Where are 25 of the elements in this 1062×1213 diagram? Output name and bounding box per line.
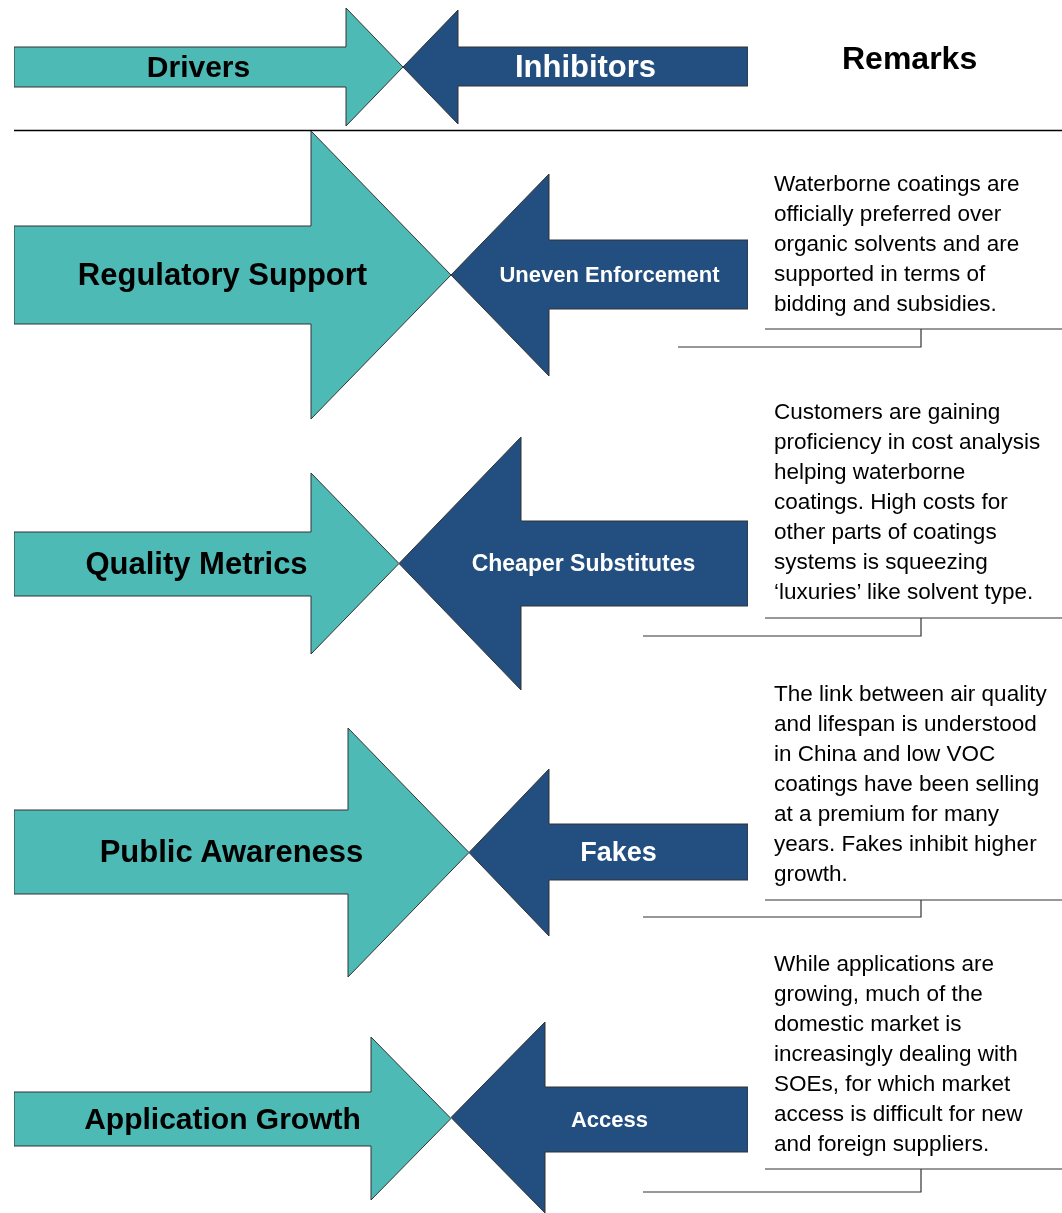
remark-text: The link between air quality and lifespan is understood in China and low VOC coatings have been selling at a premium for many years. Fakes inhibit higher growth. [774,680,1048,888]
inhibitor-banner [469,769,748,936]
banner-text: Uneven Enforcement [498,260,721,289]
remark-text: Waterborne coatings are officially preferred over organic solvents and are supported in terms of bidding and subsidies. [774,170,1021,318]
banner-text: Quality Metrics [84,545,309,583]
inhibitor-banner [451,1022,748,1213]
inhibitor-banner [403,10,748,124]
driver-banner [14,8,403,126]
banner-text: Cheaper Substitutes [470,549,697,578]
banner-text: Public Awareness [98,833,365,871]
banner-text: Regulatory Support [76,256,369,294]
banner-text: Application Growth [83,1101,362,1137]
banner-text: Drivers [145,49,252,85]
driver-banner [14,473,399,654]
driver-banner [14,728,469,977]
inhibitor-banner [451,174,748,376]
banner-text: Inhibitors [513,47,658,86]
column-heading: Remarks [842,39,978,78]
driver-banner [14,131,451,419]
driver-banner [14,1037,451,1200]
banner-text: Access [569,1105,650,1134]
remark-text: Customers are gaining proficiency in cost analysis helping waterborne coatings. High costs for other parts of coatings systems is squeezing ‘luxuries’ like solvent type. [774,398,1042,606]
inhibitor-banner [399,437,748,690]
banner-text: Fakes [579,835,658,869]
remark-text: While applications are growing, much of the domestic market is increasingly dealing with SOEs, for which market access is difficult for new and foreign suppliers. [774,950,1024,1158]
